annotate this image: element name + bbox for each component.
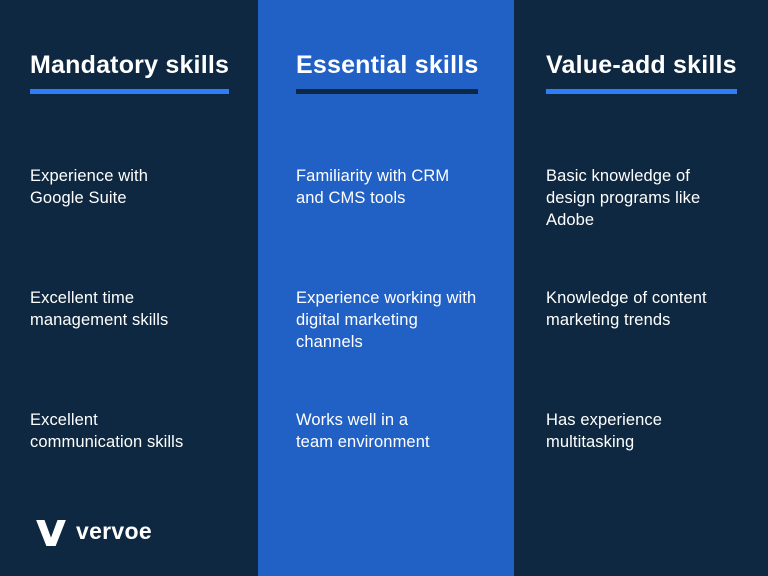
column-essential-skills: Essential skills Familiarity with CRM an… — [258, 0, 514, 576]
skill-item: Knowledge of content marketing trends — [546, 289, 707, 329]
skill-list-essential: Familiarity with CRM and CMS tools Exper… — [258, 0, 514, 576]
skill-item: Has experience multitasking — [546, 411, 663, 451]
skill-item: Basic knowledge of design programs like … — [546, 167, 701, 229]
skill-item: Familiarity with CRM and CMS tools — [296, 167, 450, 207]
vervoe-v-icon — [36, 520, 66, 546]
vervoe-logo: vervoe — [36, 520, 152, 546]
column-title-value-add: Value-add skills — [546, 51, 737, 94]
column-mandatory-skills: Mandatory skills Experience with Google … — [0, 0, 256, 576]
skill-item: Experience working with digital marketin… — [296, 289, 477, 351]
skill-item: Works well in a team environment — [296, 411, 430, 451]
skill-list-value-add: Basic knowledge of design programs like … — [514, 0, 768, 576]
skill-item: Excellent time management skills — [30, 289, 169, 329]
skill-list-mandatory: Experience with Google Suite Excellent t… — [0, 0, 256, 576]
column-title-essential: Essential skills — [296, 51, 479, 94]
skill-item: Experience with Google Suite — [30, 167, 148, 207]
skill-item: Excellent communication skills — [30, 411, 184, 451]
column-value-add-skills: Value-add skills Basic knowledge of desi… — [514, 0, 768, 576]
vervoe-logo-text: vervoe — [76, 518, 152, 544]
column-title-mandatory: Mandatory skills — [30, 51, 230, 94]
